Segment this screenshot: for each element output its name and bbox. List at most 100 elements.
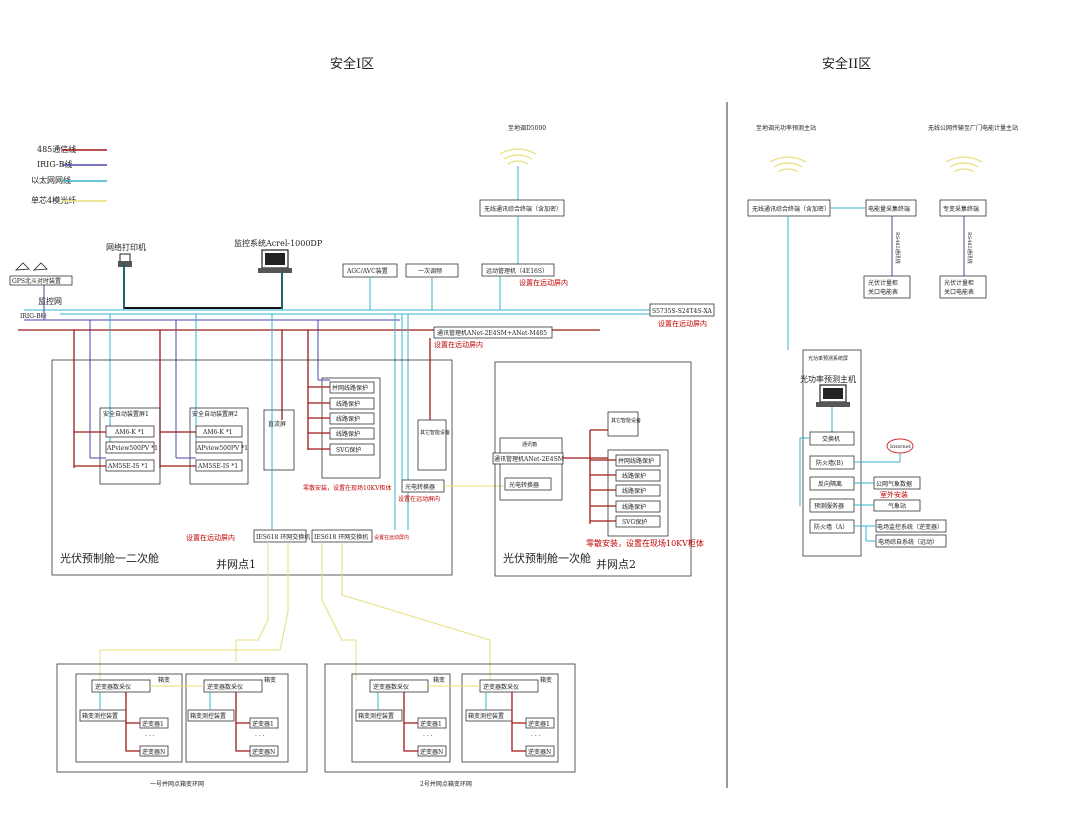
ring1-boxB-label: 箱变 [264, 676, 276, 684]
legend: 485通信线 IRIG-B线 以太网网线 单芯4模光纤 [31, 144, 107, 205]
prediction-cabinet-title: 光功率预测系统屏 [808, 355, 848, 362]
irig-label: IRIG-B码 [20, 312, 47, 320]
ring1-caption: 一号并网点箱变环网 [150, 780, 204, 788]
other-device1-label: 其它智能设备 [420, 429, 450, 436]
ring2-caption: 2号并网点箱变环网 [420, 780, 472, 788]
protection1-item-4: 线路保护 [336, 430, 360, 438]
special-terminal-label: 专变采集终端 [943, 205, 979, 213]
protection1-item-1: 并网线路保护 [332, 384, 368, 392]
ring1-invn-b: 逆变器N [252, 748, 275, 756]
printer-label: 网络打印机 [106, 242, 146, 252]
panel1-item-1: AM6-K *1 [114, 429, 145, 436]
protection-group2 [607, 449, 669, 537]
cabin1-label: 光伏预制舱一二次舱 [60, 551, 159, 565]
meter2-box [939, 275, 987, 299]
meter1-label-2: 关口电能表 [868, 288, 898, 296]
protection1-item-3: 线路保护 [336, 415, 360, 423]
zero-install-note1: 零散安装，设置在现场10KV柜体 [303, 484, 391, 492]
legend-label-ethernet: 以太网网线 [31, 175, 71, 185]
other-device2-box [607, 411, 639, 437]
rs485-label-2: RS485通讯线 [966, 232, 973, 264]
svg-text:Internet: Internet [890, 444, 911, 450]
cabin1-frame [51, 359, 453, 576]
telecontrol-note: 设置在远动屏内 [519, 278, 568, 287]
legend-label-irig: IRIG-B线 [37, 159, 72, 169]
to-power-prediction-label: 至地调光功率预测主站 [756, 124, 816, 132]
ring1-invn-a: 逆变器N [142, 748, 165, 756]
meter2-label-2: 关口电能表 [944, 288, 974, 296]
ring1-dots-a: · · · [145, 733, 155, 740]
other-device2-label: 其它智能设备 [611, 417, 641, 424]
env-monitor-label: 电场监控系统（逆变器） [877, 523, 943, 531]
prediction-cabinet-frame [802, 349, 862, 557]
ring2-collector-b: 逆变器数采仪 [483, 683, 519, 691]
ring1-boxA-label: 箱变 [158, 676, 170, 684]
ring1-dots-b: · · · [255, 733, 265, 740]
telecontrol-box [481, 263, 555, 277]
internet-cloud-icon: Internet [886, 438, 914, 454]
ring2-inv1-b: 逆变器1 [528, 720, 550, 728]
to-dispatch-label: 至地调D5000 [508, 124, 546, 132]
dc-panel-label: 直流屏 [268, 420, 286, 428]
gps-box [9, 275, 73, 286]
zone1-title: 安全I区 [330, 56, 374, 72]
gps-label: GPS北斗对时装置 [12, 277, 61, 285]
ies-switch2-label: IES618 环网交换机 [314, 533, 368, 541]
rs485-label-1: RS485通讯线 [894, 232, 901, 264]
protection2-item-5: SVG保护 [622, 518, 647, 526]
protection2-item-1: 并网线路保护 [618, 457, 654, 465]
firewall-b-label: 防火墙(B) [816, 459, 843, 467]
comm-manager-label: 通讯管理机ANet-2E4SM+ANet-M485 [437, 329, 547, 337]
protection2-item-3: 线路保护 [622, 487, 646, 495]
agc-avc-label: AGC/AVC装置 [346, 267, 388, 275]
telecontrol-label: 远动管理机（4E16S） [486, 267, 548, 275]
zone2-switch-label: 交换机 [822, 435, 840, 443]
protection-group1 [321, 377, 381, 479]
ies-switch1-box [253, 529, 307, 543]
comm-manager-box [433, 326, 553, 339]
wireless-signal-icon-2 [769, 156, 807, 173]
ring2-dots-a: · · · [423, 733, 433, 740]
opto-converter1-note: 设置在远动屏内 [398, 495, 440, 503]
opto-converter1-label: 光电转换器 [405, 483, 435, 491]
meter1-box [863, 275, 911, 299]
ring1-measure-a: 箱变测控装置 [82, 712, 118, 720]
panel2-item-2: APview500PV *1 [196, 445, 248, 452]
ring2-boxB-label: 箱变 [540, 676, 552, 684]
protection2-item-2: 线路保护 [622, 472, 646, 480]
core-switch-note: 设置在远动屏内 [658, 319, 707, 328]
ring1-collector-a: 逆变器数采仪 [95, 683, 131, 691]
wireless-terminal-box [479, 199, 565, 217]
opto-converter2-label: 光电转换器 [509, 481, 539, 489]
core-switch-label: S5735S-S24T4S-XA [652, 308, 713, 315]
reverse-isolation-label: 反向隔离 [818, 480, 842, 488]
prediction-host-icon [816, 384, 850, 407]
comm-box-frame [499, 437, 563, 501]
protection1-item-5: SVG保护 [336, 446, 361, 454]
legend-label-fiber: 单芯4模光纤 [31, 195, 76, 205]
panel2-title: 安全自动装置屏2 [192, 410, 238, 418]
zone2-wireless-terminal-label: 无线通讯综合终端（含加密） [752, 205, 830, 213]
lan-label: 监控网 [38, 296, 62, 306]
comm-box-title: 通讯箱 [522, 441, 537, 448]
ring1-frame [56, 663, 308, 773]
energy-terminal-label: 电能量采集终端 [868, 205, 910, 213]
other-device1-box [417, 419, 447, 471]
panel1-title: 安全自动装置屏1 [103, 410, 149, 418]
ring2-inv1-a: 逆变器1 [420, 720, 442, 728]
dc-panel-box [263, 409, 295, 471]
ring2-invn-a: 逆变器N [420, 748, 443, 756]
ring2-invn-b: 逆变器N [528, 748, 551, 756]
panel2-item-3: AM5SE-IS *1 [197, 463, 238, 470]
panel1-item-3: AM5SE-IS *1 [107, 463, 148, 470]
ring1-inv1-a: 逆变器1 [142, 720, 164, 728]
gps-icon [14, 262, 48, 271]
ring2-frame [324, 663, 576, 773]
ring2-measure-b: 箱变测控装置 [468, 712, 504, 720]
monitor-icon [258, 249, 292, 273]
ring2-boxA-label: 箱变 [433, 676, 445, 684]
outdoor-install-note: 室外安装 [880, 490, 908, 499]
firewall-a-label: 防火墙（A） [814, 523, 848, 531]
prediction-host-label: 光功率预测主机 [800, 374, 856, 384]
